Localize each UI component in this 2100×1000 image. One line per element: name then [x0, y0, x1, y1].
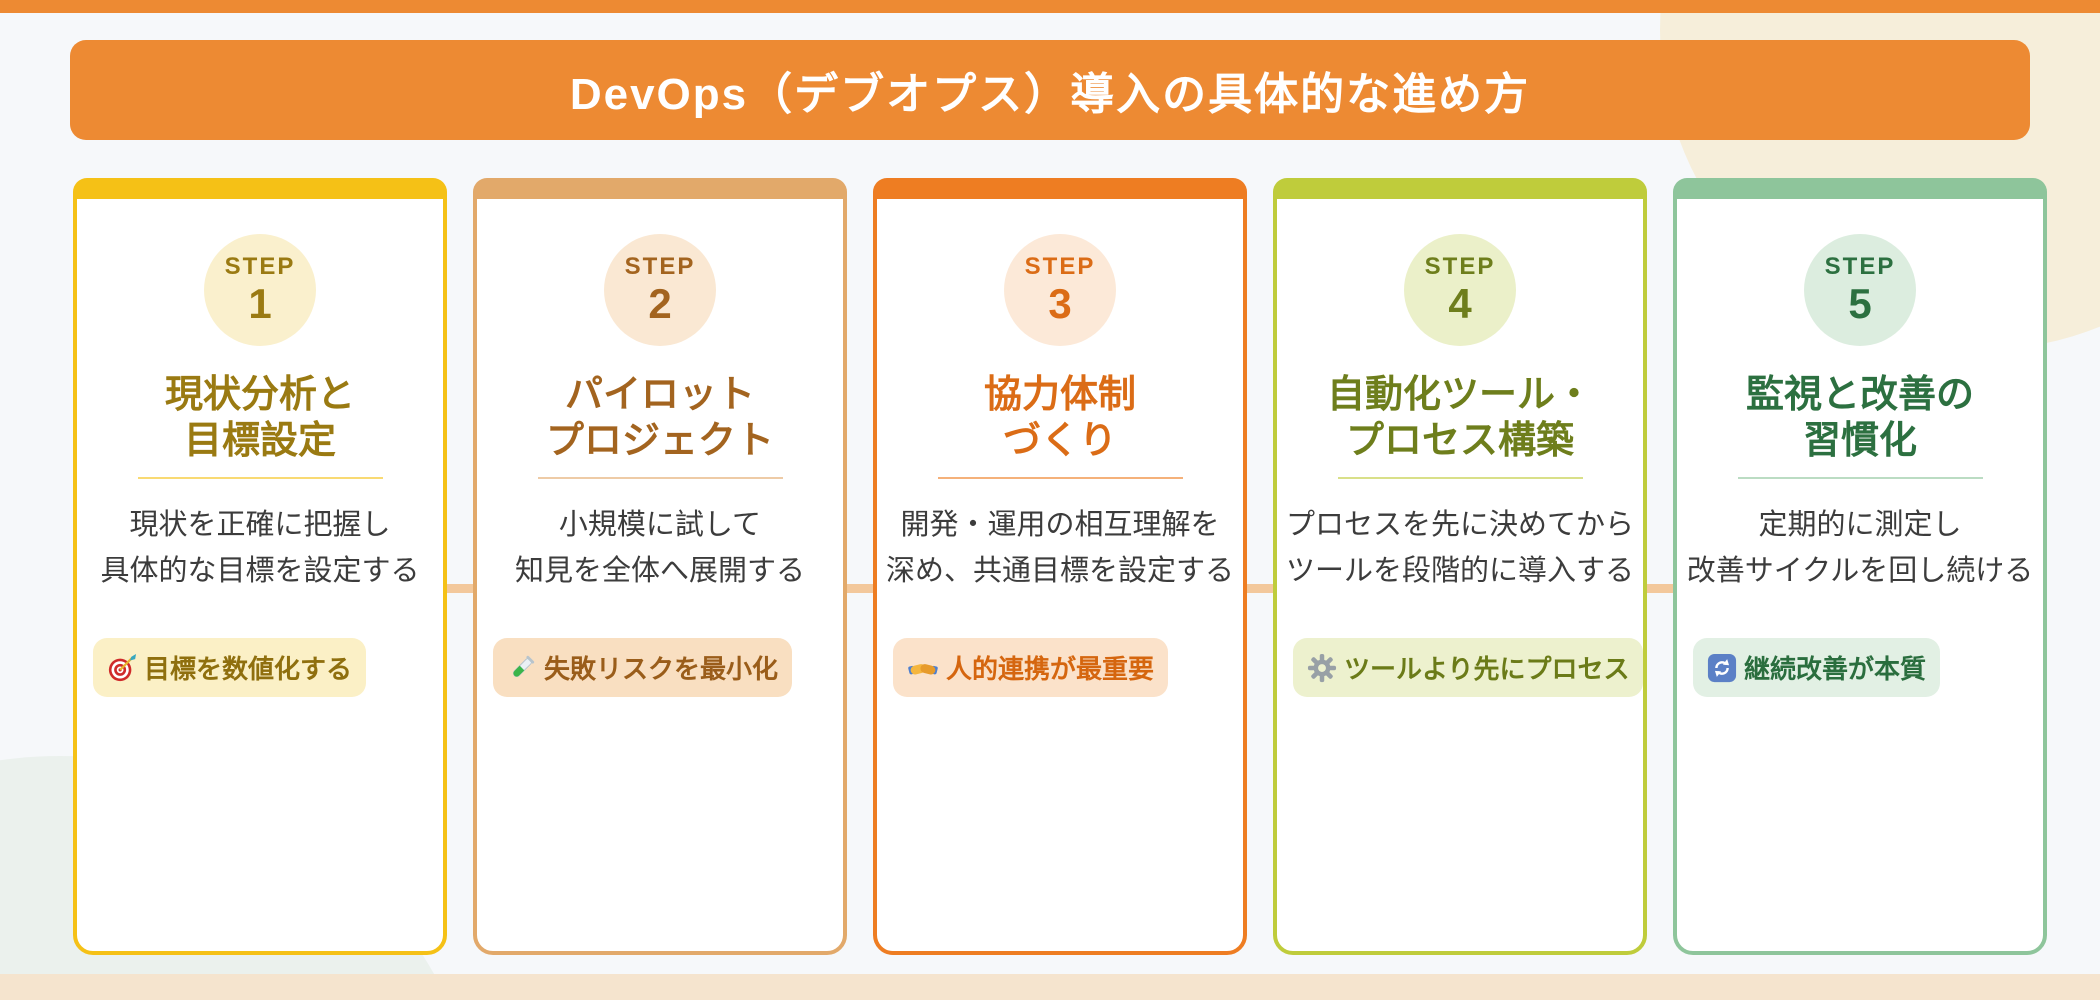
step-description: 定期的に測定し 改善サイクルを回し続ける: [1686, 508, 2034, 587]
step-title: 協力体制 づくり: [983, 374, 1136, 463]
step-description: 小規模に試して 知見を全体へ展開する: [514, 508, 805, 587]
step-label: STEP: [224, 253, 296, 280]
step-description: 開発・運用の相互理解を 深め、共通目標を設定する: [885, 508, 1234, 587]
step-card-2: STEP 2 パイロット プロジェクト 小規模に試して 知見を全体へ展開する 失: [473, 178, 847, 955]
step-number: 2: [648, 280, 672, 327]
badge-label: ツールより先にプロセス: [1344, 654, 1630, 685]
card-top-bar: [1673, 178, 2047, 199]
header-banner: DevOps（デブオプス）導入の具体的な進め方: [70, 40, 2030, 140]
card-top-bar: [873, 178, 1247, 199]
counterclockwise-arrows-icon: [1707, 653, 1737, 683]
badge-label: 継続改善が本質: [1744, 654, 1927, 685]
handshake-icon: [907, 653, 939, 683]
step-title: 現状分析と 目標設定: [164, 374, 355, 463]
step-number: 1: [248, 280, 272, 327]
step-badge: 継続改善が本質: [1693, 638, 1941, 698]
step-description: 現状を正確に把握し 具体的な目標を設定する: [100, 508, 420, 587]
badge-label: 目標を数値化する: [144, 654, 353, 685]
step-number-circle: STEP 1: [204, 234, 316, 346]
step-badge: 人的連携が最重要: [893, 638, 1169, 698]
step-divider: [1737, 476, 1983, 479]
step-title: パイロット プロジェクト: [545, 374, 774, 463]
step-divider: [937, 476, 1183, 479]
step-badge: 失敗リスクを最小化: [493, 638, 793, 698]
step-card-5: STEP 5 監視と改善の 習慣化 定期的に測定し 改善サイクルを回し続ける 継…: [1673, 178, 2047, 955]
step-divider: [1337, 476, 1583, 479]
steps-row: STEP 1 現状分析と 目標設定 現状を正確に把握し 具体的な目標を設定する: [73, 178, 2049, 955]
step-badge: 目標を数値化する: [93, 638, 367, 698]
card-top-bar: [1273, 178, 1647, 199]
badge-label: 失敗リスクを最小化: [544, 654, 779, 685]
step-number-circle: STEP 2: [604, 234, 716, 346]
test-tube-icon: [507, 653, 537, 683]
step-label: STEP: [624, 253, 696, 280]
page-title: DevOps（デブオプス）導入の具体的な進め方: [569, 70, 1531, 119]
step-number-circle: STEP 3: [1004, 234, 1116, 346]
step-card-4: STEP 4 自動化ツール・ プロセス構築 プロセスを先に決めてから ツールを段…: [1273, 178, 1647, 955]
step-card-1: STEP 1 現状分析と 目標設定 現状を正確に把握し 具体的な目標を設定する: [73, 178, 447, 955]
step-title: 監視と改善の 習慣化: [1745, 374, 1974, 463]
top-accent-bar: [0, 0, 2100, 13]
step-number: 5: [1848, 280, 1872, 327]
step-badge: ツールより先にプロセス: [1293, 638, 1644, 698]
step-title: 自動化ツール・ プロセス構築: [1326, 374, 1593, 463]
card-top-bar: [473, 178, 847, 199]
step-number: 4: [1448, 280, 1472, 327]
step-card-3: STEP 3 協力体制 づくり 開発・運用の相互理解を 深め、共通目標を設定する…: [873, 178, 1247, 955]
step-number: 3: [1048, 280, 1072, 327]
badge-label: 人的連携が最重要: [946, 654, 1155, 685]
dart-target-icon: [107, 653, 137, 683]
step-label: STEP: [1424, 253, 1496, 280]
gear-icon: [1307, 653, 1337, 683]
step-label: STEP: [1824, 253, 1896, 280]
step-divider: [537, 476, 783, 479]
step-number-circle: STEP 4: [1404, 234, 1516, 346]
step-number-circle: STEP 5: [1804, 234, 1916, 346]
step-label: STEP: [1024, 253, 1096, 280]
card-top-bar: [73, 178, 447, 199]
step-divider: [137, 476, 383, 479]
bottom-accent-strip: [0, 974, 2100, 1000]
step-description: プロセスを先に決めてから ツールを段階的に導入する: [1285, 508, 1634, 587]
